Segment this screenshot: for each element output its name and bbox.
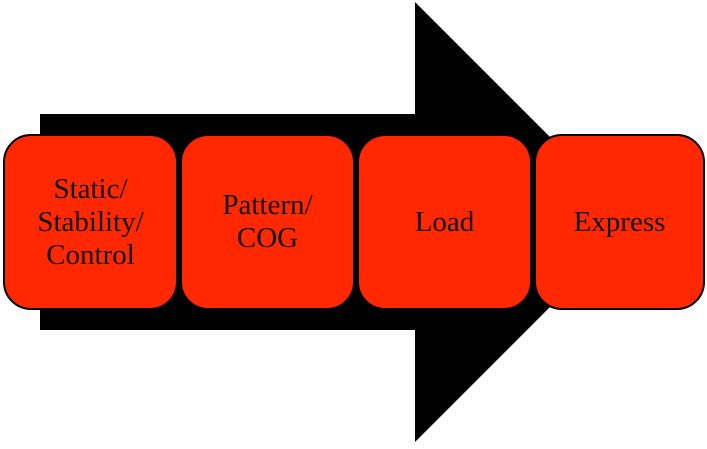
- step-label: Load: [414, 205, 475, 238]
- step-box-express: Express: [534, 134, 705, 310]
- step-label: Express: [573, 205, 666, 238]
- step-box-pattern-cog: Pattern/ COG: [180, 134, 355, 310]
- step-box-load: Load: [357, 134, 532, 310]
- step-box-static-stability-control: Static/ Stability/ Control: [3, 134, 178, 310]
- step-label: Pattern/ COG: [222, 189, 313, 254]
- step-label: Static/ Stability/ Control: [37, 172, 144, 271]
